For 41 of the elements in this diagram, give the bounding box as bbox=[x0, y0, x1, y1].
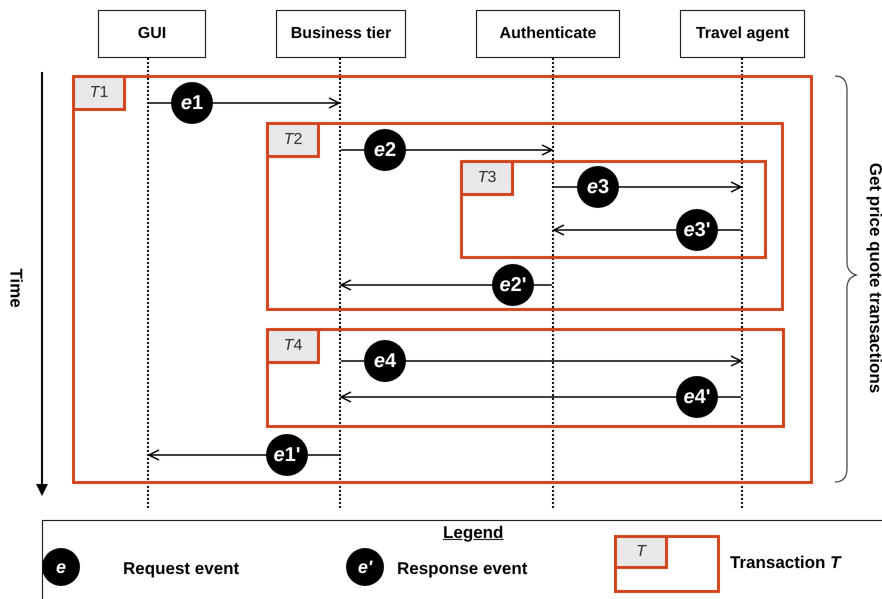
legend-text: Transaction T bbox=[730, 553, 841, 573]
event-circle: e3' bbox=[676, 209, 718, 251]
lifeline-header-box: Business tier bbox=[276, 10, 406, 58]
message-arrow bbox=[406, 144, 553, 156]
transaction-tab: T2 bbox=[269, 125, 320, 158]
lifeline bbox=[339, 58, 341, 508]
event-circle: e4 bbox=[364, 340, 406, 382]
event-circle: e1 bbox=[171, 82, 213, 124]
legend-text: Request event bbox=[123, 559, 240, 579]
transaction-box bbox=[460, 160, 767, 259]
message-arrow bbox=[553, 224, 676, 236]
lifeline bbox=[147, 58, 149, 508]
legend-text: Response event bbox=[397, 559, 528, 579]
lifeline bbox=[552, 58, 554, 508]
legend-event-symbol: e bbox=[42, 548, 80, 586]
lifeline bbox=[741, 58, 743, 508]
transaction-box bbox=[266, 122, 784, 311]
transaction-tab: T4 bbox=[269, 331, 320, 364]
transaction-tab: T1 bbox=[75, 78, 126, 111]
lifeline-header-box: GUI bbox=[98, 10, 206, 58]
transaction-tab: T3 bbox=[463, 163, 514, 196]
event-circle: e2 bbox=[364, 129, 406, 171]
event-circle: e3 bbox=[577, 166, 619, 208]
message-arrow bbox=[406, 355, 742, 367]
event-circle: e4' bbox=[676, 376, 718, 418]
legend-event-symbol: e' bbox=[346, 548, 384, 586]
transaction-box bbox=[72, 75, 813, 484]
event-circle: e1' bbox=[266, 434, 308, 476]
transaction-tab: T bbox=[617, 538, 668, 569]
axis-label: Time bbox=[6, 268, 26, 308]
event-circle: e2' bbox=[492, 264, 534, 306]
message-arrow bbox=[148, 449, 266, 461]
message-arrow bbox=[340, 279, 492, 291]
transaction-box bbox=[266, 328, 785, 428]
message-arrow bbox=[340, 391, 676, 403]
bracket-label: Get price quote transactions bbox=[865, 162, 882, 396]
lifeline-header-box: Authenticate bbox=[476, 10, 620, 58]
legend-title: Legend bbox=[443, 523, 504, 543]
lifeline-header-box: Travel agent bbox=[680, 10, 805, 58]
message-arrow bbox=[213, 97, 340, 109]
message-arrow bbox=[619, 181, 742, 193]
